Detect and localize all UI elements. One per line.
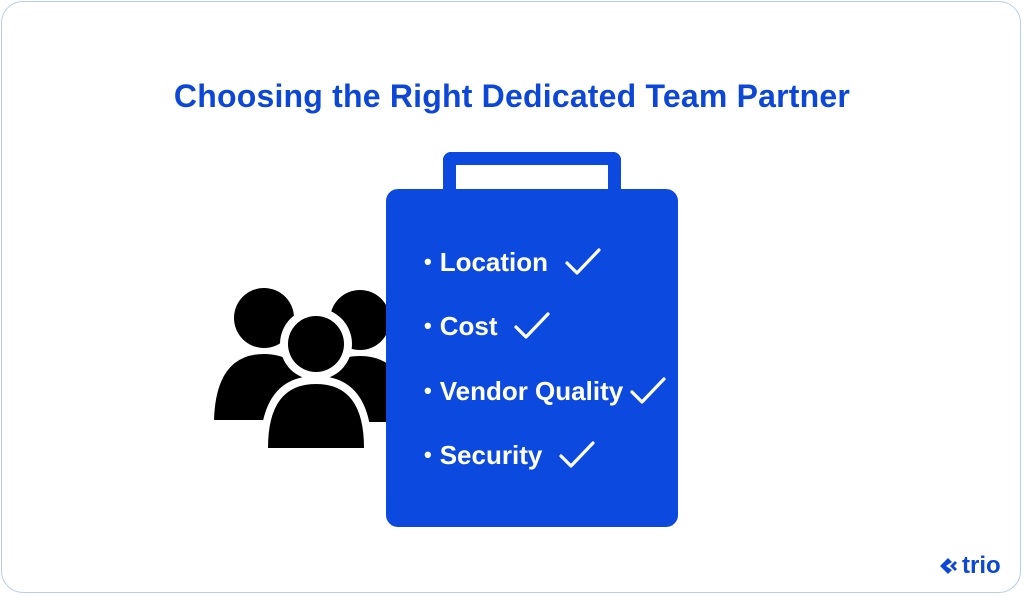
people-group-icon xyxy=(214,288,410,452)
checklist-item-vendor-quality: • Vendor Quality xyxy=(424,374,667,408)
brand-name: trio xyxy=(962,552,1001,579)
page-title: Choosing the Right Dedicated Team Partne… xyxy=(173,78,851,114)
checkmark-icon xyxy=(514,312,551,339)
bullet: • xyxy=(424,442,432,467)
checklist-item-cost: • Cost xyxy=(424,309,551,343)
checklist-item-label: Vendor Quality xyxy=(439,375,624,406)
checklist-item-label: Location xyxy=(439,246,549,277)
checkmark-icon xyxy=(559,441,595,468)
checkmark-icon xyxy=(565,248,601,275)
trio-logo-icon xyxy=(940,558,957,574)
bullet: • xyxy=(424,313,432,338)
checklist-item-security: • Security xyxy=(424,438,596,472)
brand-logo: trio xyxy=(938,552,1001,580)
checkmark-icon xyxy=(630,377,666,404)
checklist-item-label: Cost xyxy=(439,310,498,341)
clipboard-icon xyxy=(386,189,678,527)
bullet: • xyxy=(424,378,432,403)
checklist-item-label: Security xyxy=(439,439,543,470)
bullet: • xyxy=(424,249,432,274)
checklist-item-location: • Location xyxy=(424,245,602,279)
